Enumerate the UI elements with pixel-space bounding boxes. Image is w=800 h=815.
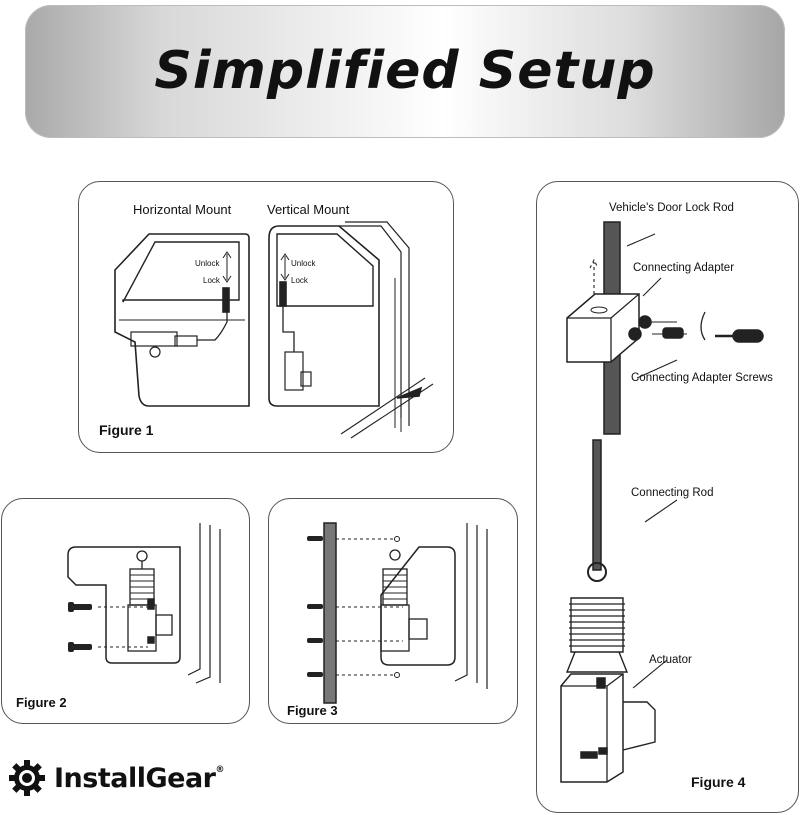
figure-3-panel: Figure 3: [268, 498, 518, 724]
connecting-adapter-block: [566, 293, 640, 363]
figure-2-caption: Figure 2: [16, 695, 67, 710]
figure-4-caption: Figure 4: [691, 774, 746, 790]
right-actuator-body: [284, 351, 304, 391]
actuator-body: [560, 673, 624, 783]
gear-icon: [9, 760, 45, 796]
unlock-label-right: Unlock: [291, 259, 316, 268]
right-lock-rod: [279, 281, 287, 307]
connecting-rod: [592, 439, 602, 571]
right-door-window: [276, 233, 374, 307]
actuator-bellows: [570, 597, 624, 653]
left-door-outline: [114, 233, 250, 407]
figure-3-caption: Figure 3: [287, 703, 338, 718]
lock-label-right: Lock: [291, 276, 308, 285]
unlock-label-left: Unlock: [195, 259, 220, 268]
page-title: Simplified Setup: [154, 41, 656, 101]
figure-2-screws: [68, 602, 92, 652]
figure-2-actuator-body: [127, 604, 157, 652]
screwdriver-handle: [732, 329, 764, 343]
figure-2-illustration: [67, 523, 221, 684]
figure-3-screws: [307, 536, 323, 677]
figure-4-illustration: [560, 221, 764, 783]
figure-1-caption: Figure 1: [99, 422, 154, 438]
brand-logo: InstallGear®: [8, 758, 224, 798]
title-banner: Simplified Setup: [25, 5, 785, 138]
figure-2-panel: Figure 2: [1, 498, 250, 724]
figure-1-illustration: [114, 221, 434, 439]
vertical-mount-label: Vertical Mount: [267, 202, 350, 217]
actuator-label: Actuator: [649, 654, 692, 666]
figure-3-mounting-plate: [323, 522, 337, 704]
connecting-rod-label: Connecting Rod: [631, 487, 714, 499]
figure-4-panel: Vehicle's Door Lock Rod Connecting Adapt…: [536, 181, 799, 813]
horizontal-mount-label: Horizontal Mount: [133, 202, 232, 217]
connecting-adapter-label: Connecting Adapter: [633, 262, 735, 274]
figure-3-illustration: [307, 522, 488, 704]
left-door-window: [122, 241, 240, 303]
figure-3-actuator-body: [380, 604, 410, 652]
left-lock-rod: [222, 287, 230, 313]
left-actuator-body: [130, 331, 178, 347]
brand-name: InstallGear®: [54, 762, 224, 794]
adapter-screw: [662, 327, 684, 339]
lock-label-left: Lock: [203, 276, 220, 285]
door-lock-rod-label: Vehicle's Door Lock Rod: [609, 202, 734, 214]
connecting-adapter-screws-label: Connecting Adapter Screws: [631, 372, 773, 384]
registered-mark: ®: [215, 764, 224, 775]
figure-1-panel: Horizontal Mount Vertical Mount Unlock L…: [78, 181, 454, 453]
right-door-outline: [268, 225, 380, 407]
